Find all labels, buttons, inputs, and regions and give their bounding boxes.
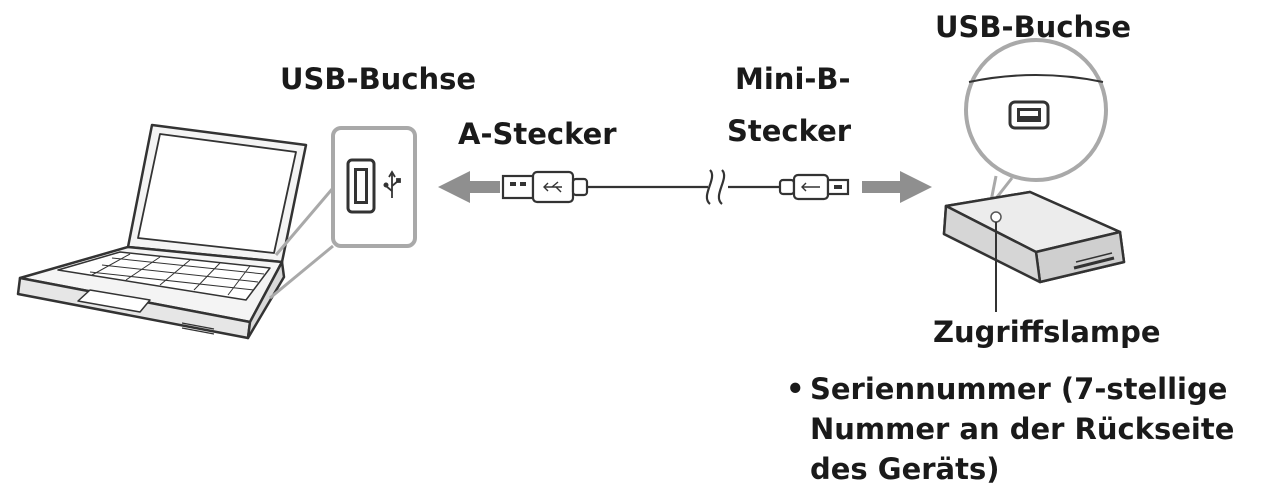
arrow-to-device [862,171,932,203]
bullet: • [786,372,805,406]
serial-number-note: • Seriennummer (7-stellige Nummer an der… [786,369,1256,489]
a-plug [501,174,535,200]
laptop [16,123,308,340]
usb-cable [501,169,850,205]
access-lamp [990,211,1002,223]
device-usb-socket-zoom [964,38,1108,207]
laptop-usb-socket-zoom [331,126,417,248]
laptop-callout-lines [269,187,335,300]
label-mini-b-line2: Stecker [727,114,852,148]
label-usb-socket-device: USB-Buchse [935,10,1132,44]
usb-icon [383,170,401,198]
label-mini-b-line1: Mini-B- [735,62,851,96]
card-reader-device [942,190,1126,284]
serial-number-text: Seriennummer (7-stellige Nummer an der R… [810,372,1235,486]
label-usb-socket-laptop: USB-Buchse [280,62,477,96]
arrow-to-laptop [438,171,500,203]
label-a-plug: A-Stecker [458,117,617,151]
label-access-lamp: Zugriffslampe [933,315,1161,349]
